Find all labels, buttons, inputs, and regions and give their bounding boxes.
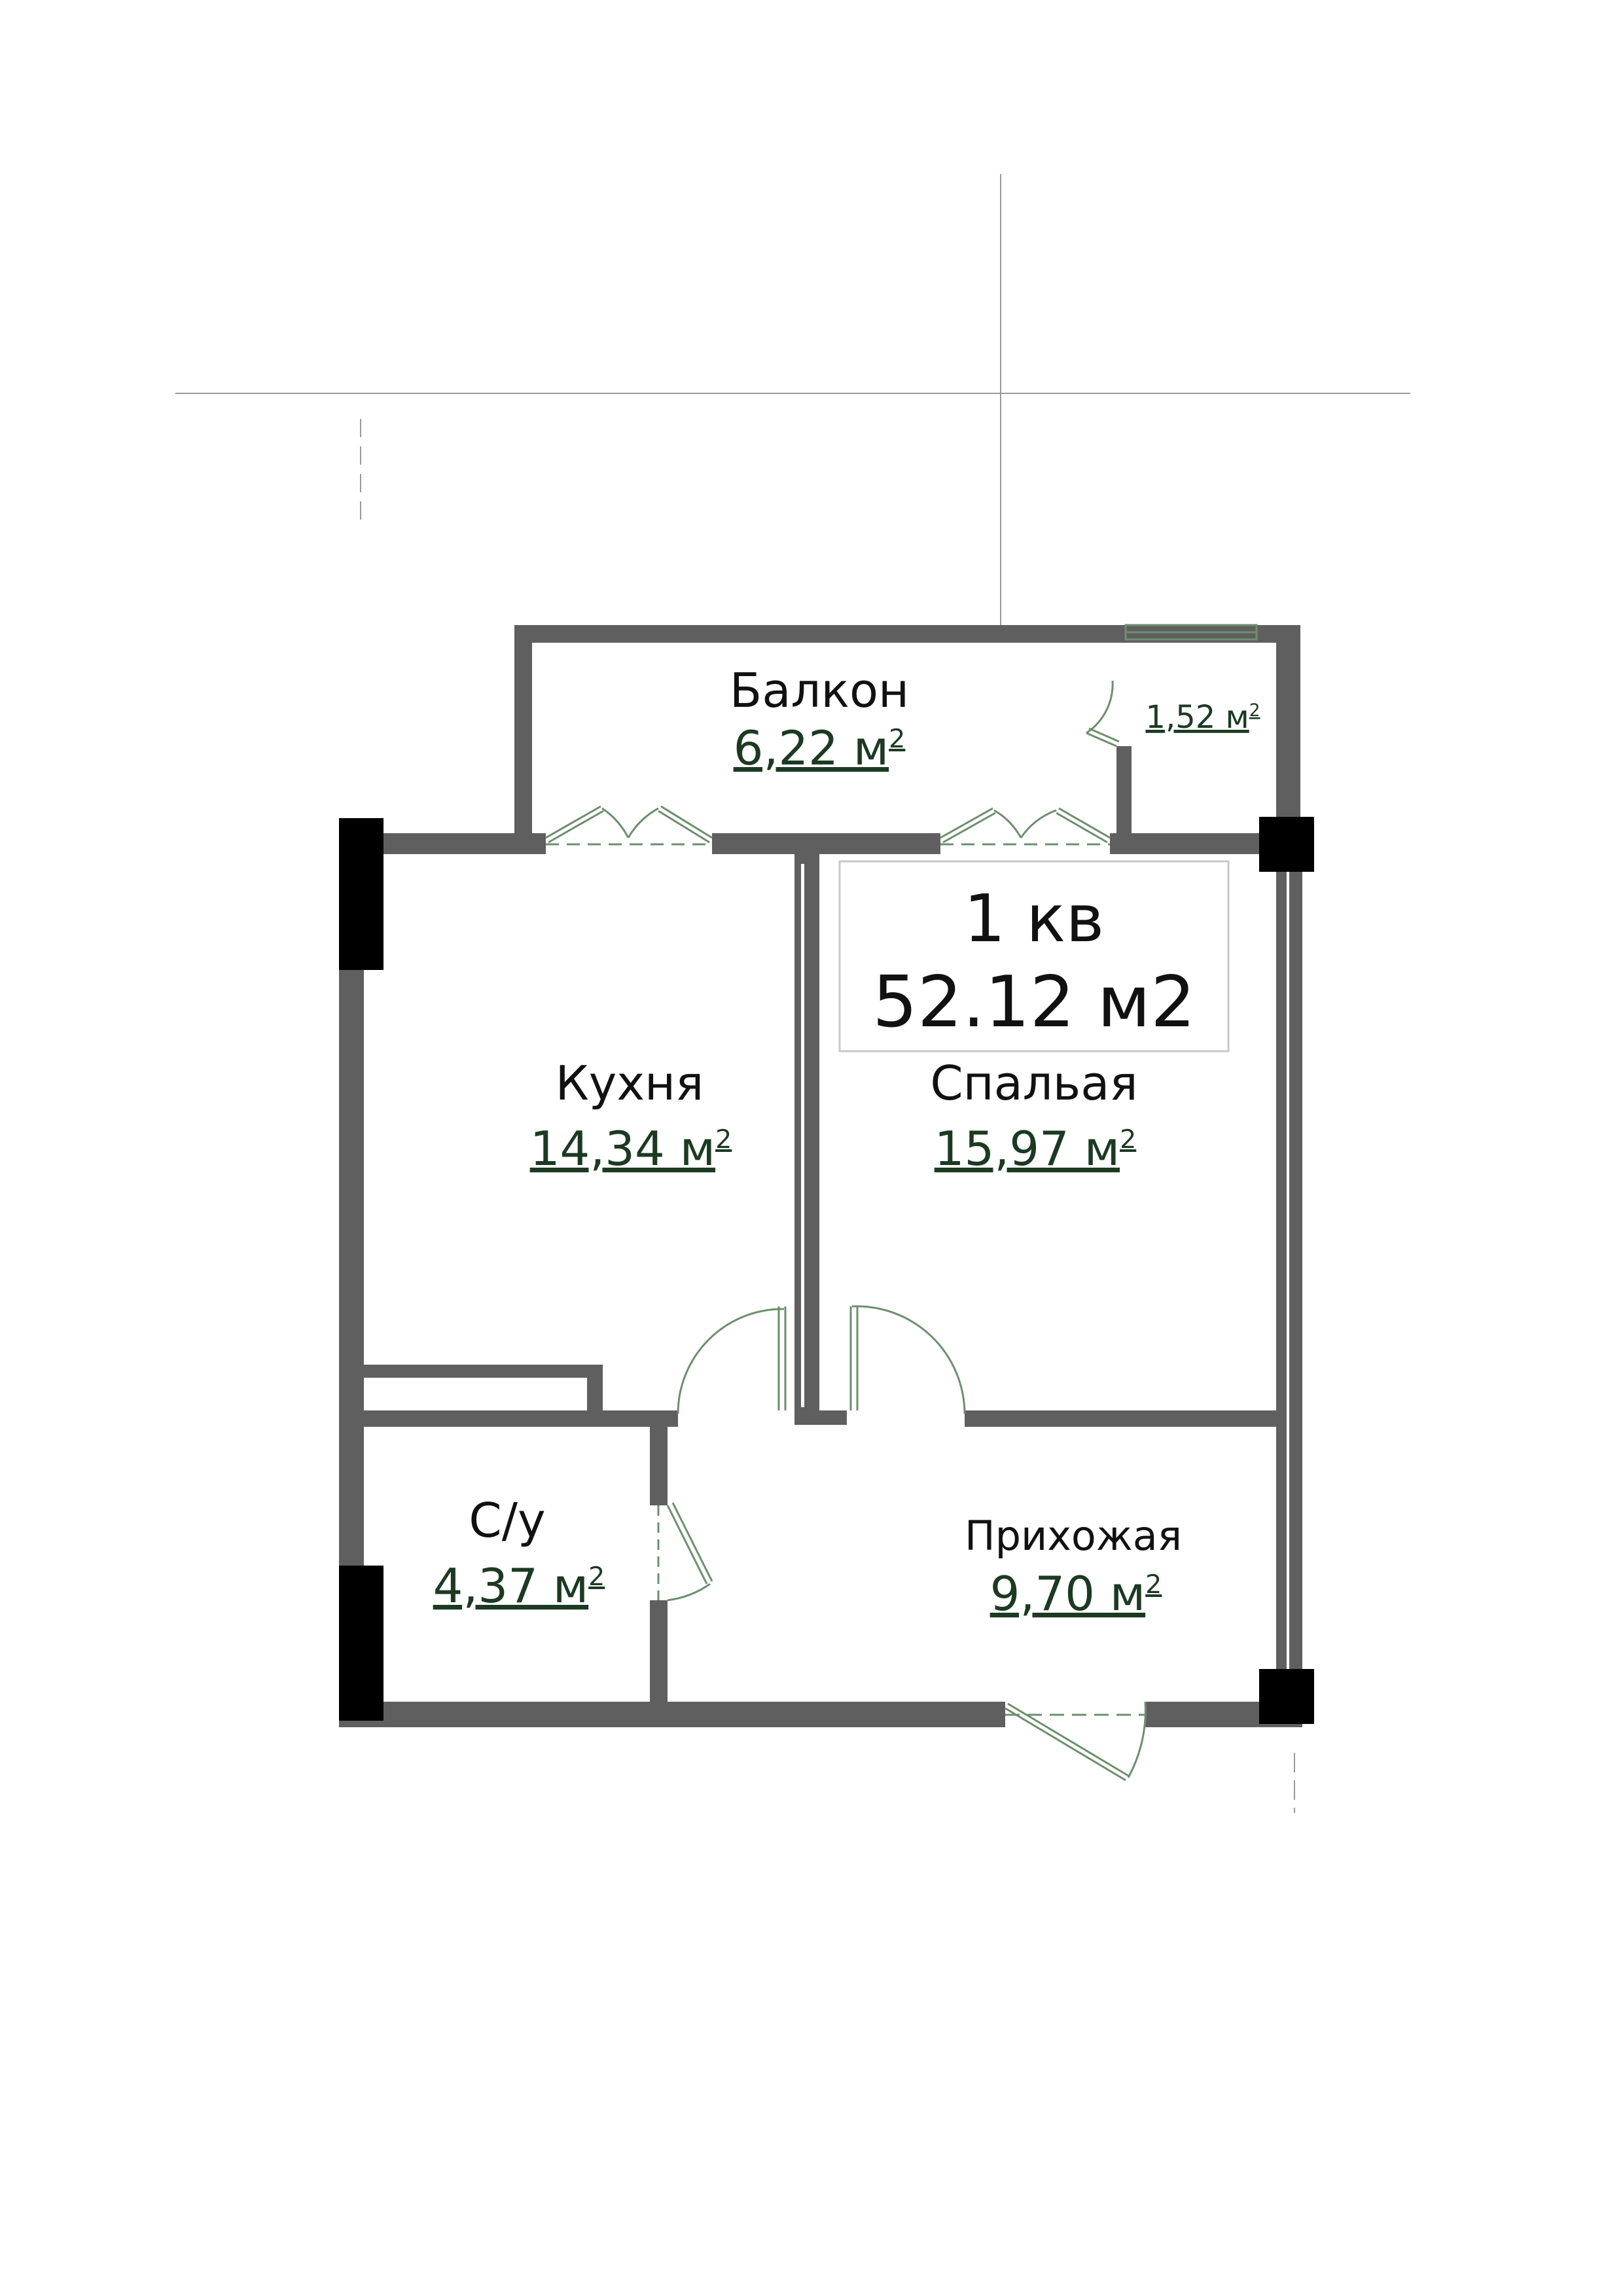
balcony-window: [1124, 624, 1258, 641]
apartment-info-box: [838, 860, 1230, 1052]
hallway-area: 9,70 м2: [990, 1566, 1162, 1621]
bathroom-label: С/у: [469, 1493, 545, 1548]
bedroom-area: 15,97 м2: [935, 1121, 1137, 1176]
small-balcony-area-value: 1,52 м: [1145, 699, 1249, 736]
doors: [545, 680, 1147, 1782]
wall-fill-lines: [383, 864, 1289, 1689]
kitchen-label: Кухня: [556, 1056, 704, 1111]
columns: [339, 817, 1314, 1724]
apartment-total-area: 52.12 м2: [872, 961, 1196, 1043]
bathroom-area: 4,37 м2: [433, 1558, 605, 1613]
balcony-area-value: 6,22 м: [734, 721, 889, 776]
bathroom-area-exp: 2: [588, 1562, 605, 1592]
bathroom-area-value: 4,37 м: [433, 1558, 589, 1613]
apartment-title: 1 кв: [964, 880, 1105, 957]
kitchen-area-exp: 2: [715, 1124, 732, 1155]
guide-lines: [175, 174, 1410, 1813]
balcony-label: Балкон: [730, 663, 909, 718]
kitchen-area: 14,34 м2: [530, 1121, 732, 1176]
small-balcony-area-exp: 2: [1249, 700, 1260, 721]
hallway-area-exp: 2: [1145, 1570, 1162, 1600]
small-balcony-area: 1,52 м2: [1145, 699, 1260, 736]
bedroom-area-exp: 2: [1120, 1124, 1136, 1155]
hallway-area-value: 9,70 м: [990, 1566, 1146, 1621]
balcony-area: 6,22 м2: [734, 721, 906, 776]
kitchen-area-value: 14,34 м: [530, 1121, 715, 1176]
bedroom-label: Спальая: [930, 1056, 1137, 1111]
bedroom-area-value: 15,97 м: [935, 1121, 1120, 1176]
balcony-area-exp: 2: [889, 724, 905, 754]
hallway-label: Прихожая: [965, 1512, 1182, 1560]
